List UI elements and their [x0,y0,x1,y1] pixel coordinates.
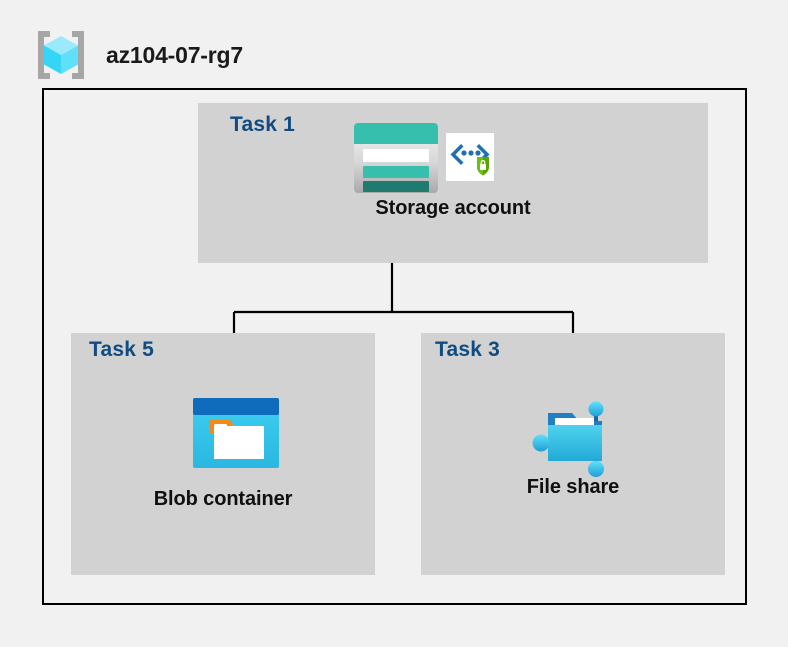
secure-endpoint-icon [446,133,494,186]
resource-group-header: az104-07-rg7 [30,24,243,86]
resource-group-name: az104-07-rg7 [106,41,243,68]
task-panel-blob-container: Task 5 Blob container [71,333,375,575]
blob-container-icon [192,397,280,474]
task-panel-file-share: Task 3 [421,333,725,575]
caption-blob-container: Blob container [153,488,293,510]
task-panel-storage-account: Task 1 [198,103,708,263]
file-share-icon [526,391,622,482]
storage-account-icon [353,122,439,199]
caption-storage-account: Storage account [375,197,531,219]
task-label-5: Task 5 [89,338,155,361]
task-label-3: Task 3 [435,338,501,361]
resource-group-icon [30,24,92,86]
caption-file-share: File share [526,476,620,498]
task-label-1: Task 1 [230,113,296,136]
